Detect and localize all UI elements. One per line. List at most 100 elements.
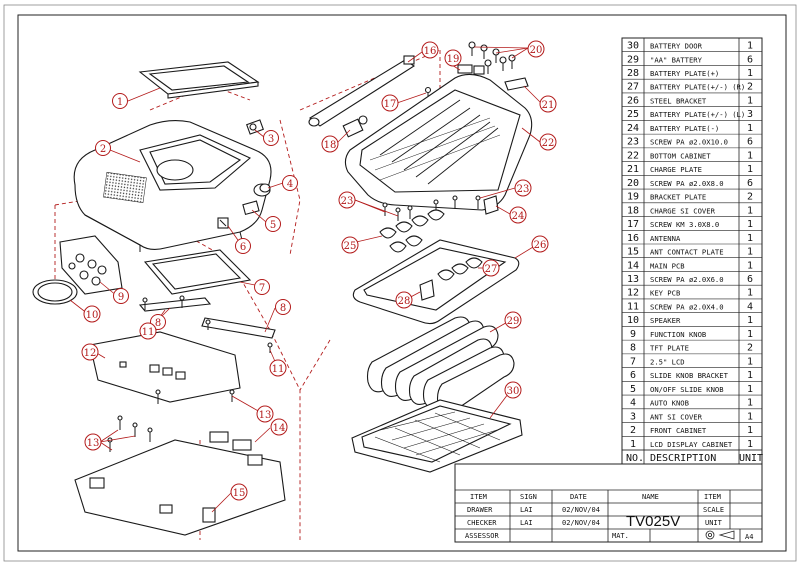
callout-13a: 13 [256,405,274,423]
ant-si-cover-part [246,119,264,135]
bom-item-description: TFT PLATE [650,344,689,353]
tb-col-item-2: ITEM [704,493,721,501]
bom-item-quantity: 2 [747,192,753,203]
bom-item-number: 15 [627,247,639,258]
bom-item-description: 2.5" LCD [650,357,685,366]
bom-header-no: NO. [626,453,644,464]
callout-3: 3 [263,130,279,146]
antenna-part [308,55,416,127]
bom-row: 4 AUTO KNOB 1 [622,398,762,410]
callout-label: 12 [84,348,97,359]
callout-label: 21 [542,100,555,111]
callout-label: 1 [117,97,123,108]
tb-drawer-sign: LAI [520,506,533,514]
bom-item-number: 1 [630,439,636,450]
bom-item-number: 12 [627,288,639,299]
bom-item-number: 11 [627,301,639,312]
callout-23a: 23 [338,191,356,209]
bom-item-number: 25 [627,109,639,120]
bom-item-description: KEY PCB [650,289,680,298]
bom-item-number: 30 [627,41,639,52]
battery-plate-minus-part [483,195,499,215]
bom-item-description: ANT CONTACT PLATE [650,248,724,257]
bom-item-number: 22 [627,150,639,161]
bom-item-description: AUTO KNOB [650,399,689,408]
tft-plate-part [138,297,276,339]
bom-item-quantity: 2 [747,343,753,354]
bom-item-quantity: 1 [747,205,753,216]
callout-27: 27 [482,259,500,277]
bom-item-quantity: 1 [747,439,753,450]
tb-checker-label: CHECKER [467,519,497,527]
battery-plate-plus-part [419,279,435,301]
bom-item-quantity: 1 [747,384,753,395]
callout-label: 18 [324,140,337,151]
bom-row: 8 TFT PLATE 2 [622,343,762,355]
bom-item-number: 4 [630,398,636,409]
bom-item-number: 28 [627,68,639,79]
bottom-cabinet-part [344,73,533,211]
bom-item-number: 18 [627,205,639,216]
callout-label: 23 [341,196,354,207]
bom-item-description: CHARGE SI COVER [650,206,716,215]
bom-item-quantity: 1 [747,95,753,106]
tb-col-item: ITEM [470,493,487,501]
callout-label: 17 [384,99,397,110]
tb-mat-label: MAT. [612,532,629,540]
construction-line [279,119,301,256]
bom-item-quantity: 1 [747,315,753,326]
callout-label: 30 [507,386,520,397]
callout-label: 11 [142,327,155,338]
callout-label: 8 [155,318,161,329]
callout-4: 4 [282,175,298,191]
tb-col-date: DATE [570,493,587,501]
callout-label: 8 [280,303,286,314]
bom-item-number: 7 [630,356,636,367]
rear-assembly [299,41,533,473]
bom-item-description: FUNCTION KNOB [650,330,706,339]
front-cabinet-part [73,119,272,252]
callout-label: 6 [240,242,246,253]
bom-item-number: 29 [627,54,639,65]
bom-item-quantity: 1 [747,288,753,299]
bom-item-number: 26 [627,95,639,106]
callout-10: 10 [83,305,101,323]
bom-row: 12 KEY PCB 1 [622,288,762,300]
callout-9: 9 [113,288,129,304]
bom-item-quantity: 1 [747,219,753,230]
bom-item-quantity: 1 [747,164,753,175]
bom-item-number: 8 [630,343,636,354]
bom-item-quantity: 1 [747,41,753,52]
bom-item-number: 9 [630,329,636,340]
bom-item-number: 23 [627,137,639,148]
callout-15: 15 [230,483,248,501]
callout-5: 5 [265,216,281,232]
bom-item-number: 20 [627,178,639,189]
callout-label: 13 [259,410,272,421]
bom-item-quantity: 1 [747,398,753,409]
bom-item-description: BATTERY PLATE(-) [650,124,719,133]
bom-item-quantity: 1 [747,370,753,381]
bom-item-description: BOTTOM CABINET [650,151,711,160]
callout-label: 27 [485,264,498,275]
tb-col-sign: SIGN [520,493,537,501]
bom-item-quantity: 2 [747,82,753,93]
callout-30: 30 [504,381,522,399]
callout-11a: 11 [139,322,157,340]
bom-item-number: 16 [627,233,639,244]
bom-item-number: 5 [630,384,636,395]
callout-label: 5 [270,220,276,231]
front-assembly [32,61,301,540]
bom-item-description: STEEL BRACKET [650,96,707,105]
